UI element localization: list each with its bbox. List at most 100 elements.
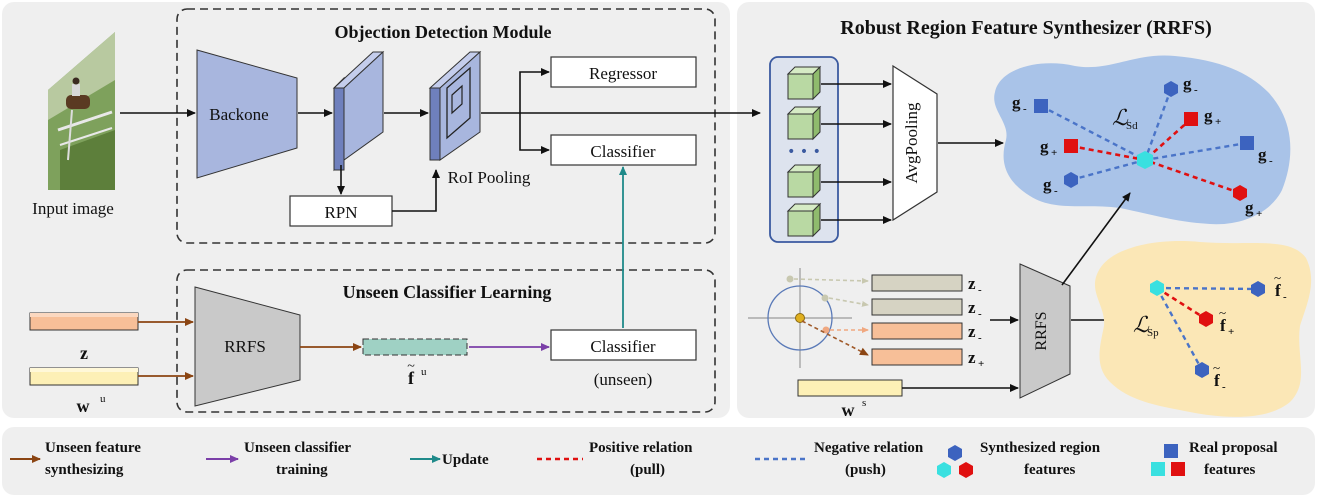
z-row-2-sub: -: [978, 308, 982, 320]
loss-sd-sub: Sd: [1126, 120, 1138, 132]
legend-item-4-line1: Positive relation: [589, 440, 693, 456]
f-label-2-sub: +: [1228, 326, 1234, 338]
legend-item-2-line2: training: [276, 462, 328, 478]
g-label-7-sub: +: [1256, 208, 1262, 220]
f-label-3-tilde: ~: [1213, 360, 1220, 375]
legend-item-3-line1: Update: [442, 452, 489, 468]
cube-group-box: [769, 56, 839, 243]
odm-dashed-box: [176, 8, 716, 244]
legend-item-4-line2: (pull): [630, 462, 665, 478]
sp-node-neg-1: [1251, 281, 1265, 297]
sd-node-neg-3: [1240, 136, 1254, 150]
sd-node-neg-1: [1034, 99, 1048, 113]
sampling-circle: [748, 268, 852, 368]
sp-node-center: [1150, 280, 1164, 296]
green-cubes: [786, 65, 822, 238]
avgpool-block: [892, 64, 938, 222]
sample-dot-1: [786, 275, 794, 283]
sd-node-center: [1137, 151, 1153, 169]
g-label-2: g: [1183, 74, 1192, 93]
sd-node-neg-4: [1064, 172, 1078, 188]
legend-synth-blue-hex: [948, 445, 962, 461]
legend-real-blue-square: [1164, 444, 1178, 458]
z-row-1-sub: -: [978, 284, 982, 296]
unseen-paren-label: (unseen): [594, 370, 653, 389]
rrfs-label-left: RRFS: [224, 337, 266, 356]
ws-input-bar: [797, 379, 903, 397]
input-image-label: Input image: [32, 199, 114, 218]
z-row-3-label: z: [968, 322, 976, 341]
legend-real-cyan-square: [1151, 462, 1165, 476]
f-label-2-tilde: ~: [1219, 305, 1226, 320]
arrow-sample-z4: [801, 320, 869, 356]
f-label-3-sub: -: [1222, 381, 1226, 393]
sp-node-neg-2: [1195, 362, 1209, 378]
g-label-2-sub: -: [1194, 84, 1198, 96]
sd-node-pos-2: [1064, 139, 1078, 153]
cube-ellipsis: • • •: [787, 144, 821, 160]
sp-blob: [1094, 241, 1312, 417]
z-input-label: z: [80, 343, 88, 363]
f-label-1: f: [1275, 281, 1281, 300]
roi-pooling-block: [428, 50, 482, 161]
rpn-label: RPN: [324, 203, 357, 222]
sd-node-pos-3: [1233, 185, 1247, 201]
arrow-rrfs-to-blob: [1061, 192, 1131, 286]
legend-item-2-line1: Unseen classifier: [244, 440, 351, 456]
loss-sp-sub: Sp: [1147, 327, 1159, 339]
z-row-1: [871, 274, 963, 292]
legend-item-6-line1: Synthesized region: [980, 440, 1101, 456]
g-label-4: g: [1040, 137, 1049, 156]
legend-item-1-line1: Unseen feature: [45, 440, 141, 456]
legend-panel: [2, 427, 1315, 495]
arrow-rpn-to-roi: [392, 169, 440, 212]
z-row-4: [871, 348, 963, 366]
roi-pooling-label: RoI Pooling: [448, 168, 531, 187]
fu-tilde: ~: [407, 359, 415, 374]
f-label-1-tilde: ~: [1274, 270, 1281, 285]
g-label-6-sub: -: [1054, 185, 1058, 197]
legend-synth-red-hex: [959, 462, 973, 478]
rrfs-label-right: RRFS: [1033, 311, 1050, 350]
sp-node-pos-1: [1199, 311, 1213, 327]
fu-label: f: [408, 368, 415, 388]
classifier-box: [550, 134, 697, 166]
avgpool-label: AvgPooling: [902, 102, 921, 183]
input-image: [48, 32, 115, 190]
g-label-1-sub: -: [1023, 103, 1027, 115]
g-label-4-sub: +: [1051, 147, 1057, 159]
backbone-block: [196, 49, 298, 179]
f-label-2: f: [1220, 316, 1226, 335]
legend-item-1-line2: synthesizing: [45, 462, 124, 478]
backbone-label: Backone: [209, 105, 268, 124]
z-row-2-label: z: [968, 298, 976, 317]
unseen-classifier-box: [550, 329, 697, 361]
g-label-7: g: [1245, 198, 1254, 217]
loss-sp-label: ℒ: [1133, 312, 1150, 337]
sd-node-pos-1: [1184, 112, 1198, 126]
ucl-dashed-box: [176, 269, 716, 413]
fu-sup: u: [421, 366, 427, 378]
legend-item-7-line2: features: [1204, 462, 1256, 478]
z-row-1-label: z: [968, 274, 976, 293]
sd-relations: [1040, 88, 1248, 195]
legend-item-5-line1: Negative relation: [814, 440, 924, 456]
g-label-1: g: [1012, 93, 1021, 112]
arrow-sample-z1: [793, 277, 869, 284]
g-label-5: g: [1258, 145, 1267, 164]
regressor-box: [550, 56, 697, 88]
z-row-3-sub: -: [978, 332, 982, 344]
z-row-4-label: z: [968, 348, 976, 367]
ws-sup: s: [862, 397, 866, 409]
rrfs-block-left: [194, 286, 301, 407]
f-label-3: f: [1214, 371, 1220, 390]
rrfs-block-right: [1019, 263, 1071, 399]
z-row-4-sub: +: [978, 358, 984, 370]
legend-item-5-line2: (push): [845, 462, 886, 478]
g-label-6: g: [1043, 175, 1052, 194]
g-label-5-sub: -: [1269, 155, 1273, 167]
legend-real-red-square: [1171, 462, 1185, 476]
regressor-label: Regressor: [589, 64, 657, 83]
wu-input-label: w: [77, 396, 90, 416]
